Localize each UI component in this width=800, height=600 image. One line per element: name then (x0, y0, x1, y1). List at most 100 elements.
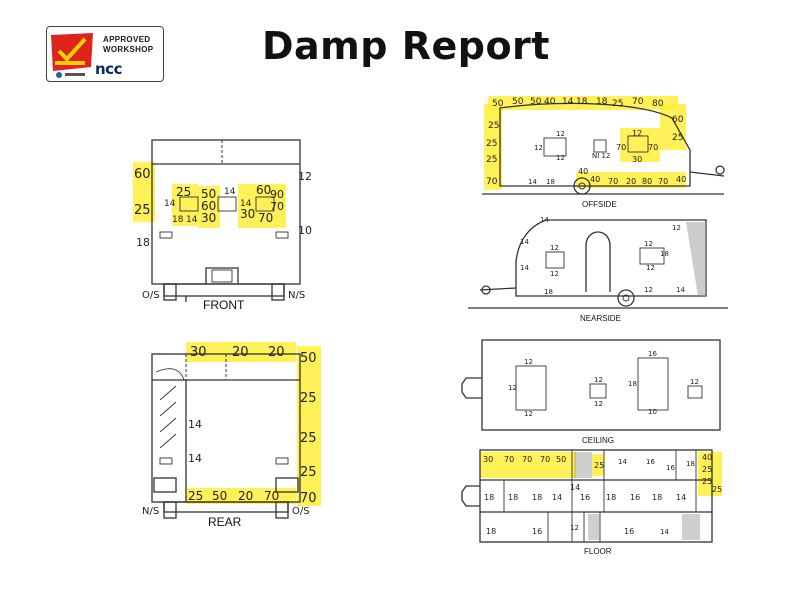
rear-view (151, 342, 321, 519)
reading: 14 (562, 97, 574, 107)
reading: 25 (134, 203, 151, 218)
reading: 16 (624, 527, 634, 536)
reading: 16 (646, 458, 655, 466)
reading: NI 12 (592, 152, 610, 160)
front-view (133, 139, 301, 302)
reading: 12 (690, 378, 699, 386)
reading: 60 (256, 183, 271, 197)
reading: 70 (616, 143, 626, 152)
front-readings: 60 25 18 12 10 25 14 18 14 50 60 30 14 1… (134, 167, 312, 249)
reading: 12 (594, 376, 603, 384)
reading: 16 (580, 493, 590, 502)
reading: 25 (486, 155, 497, 165)
reading: 16 (532, 527, 542, 536)
reading: 18 (172, 215, 184, 225)
reading: 14 (552, 493, 562, 502)
reading: 25 (594, 461, 604, 470)
logo-workshop-text: WORKSHOP (103, 45, 154, 54)
reading: 50 (530, 97, 542, 107)
ceiling-view (461, 339, 721, 431)
reading: 60 (201, 199, 216, 213)
reading: 18 (652, 493, 662, 502)
reading: 18 (508, 493, 518, 502)
reading: 18 (486, 527, 496, 536)
reading: 30 (201, 211, 216, 225)
reading: 12 (534, 144, 543, 152)
reading: 12 (646, 264, 655, 272)
reading: 14 (186, 215, 198, 225)
reading: 25 (702, 477, 712, 486)
reading: 40 (676, 175, 686, 184)
reading: 25 (486, 139, 497, 149)
approved-workshop-check-icon (51, 33, 93, 78)
reading: 16 (648, 350, 657, 358)
reading: 70 (648, 143, 658, 152)
reading: 18 (544, 288, 553, 296)
reading: 90 (270, 188, 284, 201)
reading: 12 (644, 240, 653, 248)
reading: 25 (300, 465, 317, 480)
reading: 70 (658, 177, 668, 186)
ceiling-caption: CEILING (582, 436, 614, 445)
reading: 18 (596, 97, 608, 107)
nearside-view (468, 219, 728, 309)
reading: 40 (544, 97, 556, 107)
rear-ns-label: N/S (142, 506, 159, 517)
reading: 25 (672, 133, 683, 143)
reading: 12 (550, 244, 559, 252)
reading: 12 (594, 400, 603, 408)
offside-readings: 50 50 50 40 14 18 18 25 70 80 60 25 25 2… (486, 97, 686, 187)
reading: 14 (618, 458, 627, 466)
reading: 70 (632, 97, 644, 107)
reading: 60 (672, 115, 684, 125)
reading: 70 (540, 455, 550, 464)
reading: 14 (570, 483, 580, 492)
offside-view (482, 96, 725, 195)
reading: 70 (300, 491, 317, 506)
reading: 14 (240, 199, 252, 209)
reading: 12 (298, 170, 312, 183)
reading: 14 (676, 286, 685, 294)
reading: 14 (660, 528, 669, 536)
reading: 14 (676, 493, 686, 502)
reading: 10 (298, 224, 312, 237)
reading: 20 (268, 345, 285, 360)
offside-caption: OFFSIDE (582, 200, 617, 209)
reading: 20 (238, 489, 253, 503)
reading: 80 (652, 99, 664, 109)
reading: 25 (702, 465, 712, 474)
reading: 18 (532, 493, 542, 502)
reading: 16 (630, 493, 640, 502)
front-ns-label: N/S (288, 290, 305, 301)
reading: 20 (232, 345, 249, 360)
reading: 25 (612, 99, 623, 109)
reading: 18 (484, 493, 494, 502)
reading: 50 (212, 489, 227, 503)
front-caption: FRONT (203, 298, 245, 312)
rear-readings: 30 20 20 50 25 25 25 70 25 50 20 70 14 1… (188, 345, 317, 506)
reading: 18 (628, 380, 637, 388)
logo-ncc-text: ncc (95, 60, 122, 78)
reading: 60 (134, 167, 151, 182)
reading: 20 (626, 177, 636, 186)
ceiling-readings: 12 12 12 12 12 16 18 12 10 (508, 350, 699, 418)
floor-readings: 30 70 70 70 50 25 14 16 16 18 40 25 25 2… (483, 453, 722, 536)
reading: 14 (528, 178, 537, 186)
reading: 14 (520, 264, 529, 272)
front-os-label: O/S (142, 290, 160, 301)
reading: 12 (508, 384, 517, 392)
rear-os-label: O/S (292, 506, 310, 517)
reading: 25 (712, 485, 722, 494)
reading: 50 (201, 187, 216, 201)
reading: 12 (524, 410, 533, 418)
nearside-readings: 14 14 14 12 12 12 18 12 12 18 12 14 (520, 216, 685, 296)
reading: 50 (556, 455, 566, 464)
reading: 18 (136, 236, 150, 249)
reading: 12 (644, 286, 653, 294)
reading: 30 (483, 455, 493, 464)
reading: 30 (190, 345, 207, 360)
reading: 18 (660, 250, 669, 258)
reading: 12 (550, 270, 559, 278)
reading: 10 (648, 408, 657, 416)
reading: 70 (264, 489, 279, 503)
